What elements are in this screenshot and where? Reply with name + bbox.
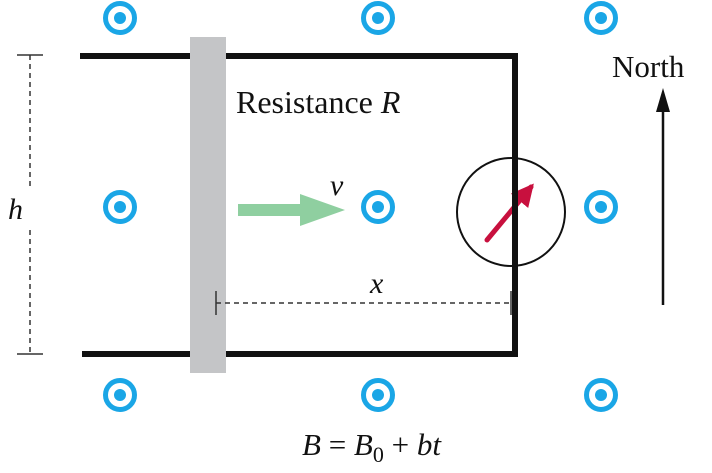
arrow-up-icon <box>656 88 670 305</box>
height-dimension <box>17 54 43 355</box>
sliding-rod[interactable] <box>190 37 226 373</box>
field-equals: = <box>321 427 354 462</box>
field-out-of-page-icon <box>103 190 137 224</box>
resistance-label: Resistance R <box>236 84 401 120</box>
field-out-of-page-icon <box>103 1 137 35</box>
north-label: North <box>612 49 685 84</box>
field-subscript-0: 0 <box>373 442 384 467</box>
field-out-of-page-icon <box>361 190 395 224</box>
meter-needle <box>484 183 534 243</box>
distance-dimension <box>215 291 512 315</box>
height-label: h <box>8 193 23 226</box>
magnetic-field-symbols <box>103 1 618 412</box>
distance-label: x <box>369 267 384 300</box>
resistance-symbol: R <box>380 84 401 120</box>
resistance-text: Resistance <box>236 84 381 120</box>
field-symbol-B0: B <box>354 427 373 462</box>
field-plus: + <box>384 427 417 462</box>
field-equation: B = B0 + bt <box>302 427 442 467</box>
velocity-arrow <box>238 194 345 226</box>
field-symbol-B: B <box>302 427 321 462</box>
field-out-of-page-icon <box>584 190 618 224</box>
ammeter-icon <box>456 157 566 267</box>
field-out-of-page-icon <box>361 1 395 35</box>
field-out-of-page-icon <box>361 378 395 412</box>
field-out-of-page-icon <box>584 1 618 35</box>
field-out-of-page-icon <box>584 378 618 412</box>
field-out-of-page-icon <box>103 378 137 412</box>
field-term-bt: bt <box>417 427 443 462</box>
velocity-label: v <box>330 169 344 202</box>
